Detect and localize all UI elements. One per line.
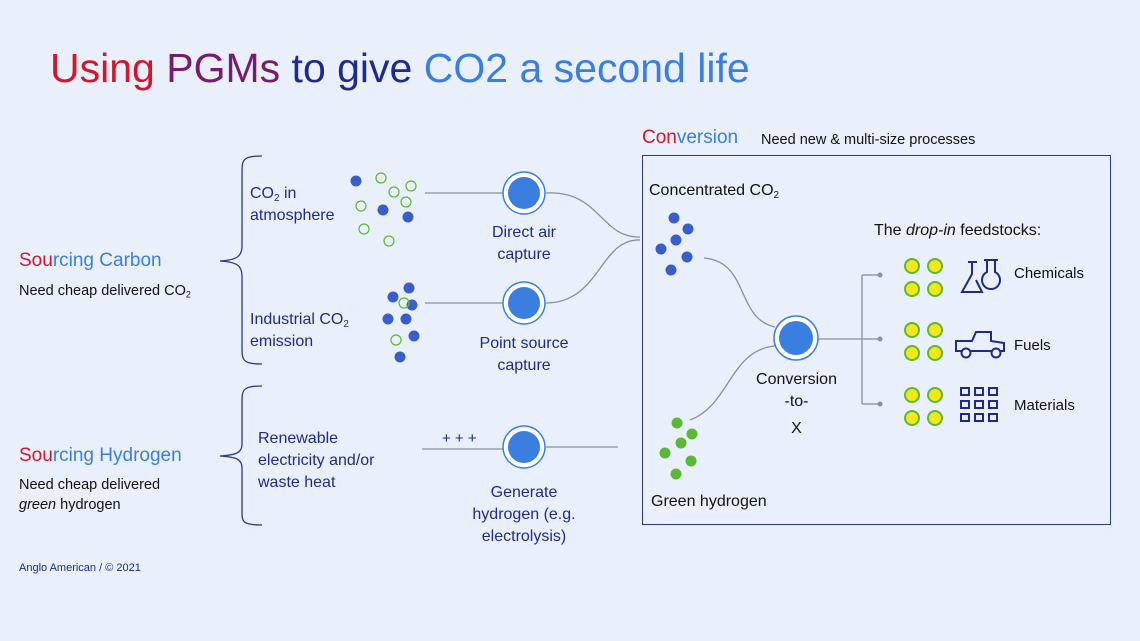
point-source-capture-line2: capture	[497, 357, 551, 374]
connector-lines	[422, 192, 878, 450]
atmosphere-label-pre: CO	[250, 185, 274, 202]
sourcing-carbon-heading-a: Sou	[19, 250, 53, 271]
sourcing-hydrogen-subtitle-rest: hydrogen	[60, 497, 121, 513]
flask-icon	[960, 259, 1001, 293]
title-part-1: Using	[50, 45, 155, 91]
truck-icon	[955, 331, 1005, 359]
concentrated-co2-molecules	[655, 212, 694, 276]
sourcing-hydrogen-heading: Sourcing Hydrogen	[19, 444, 182, 468]
concentrated-co2-label: Concentrated CO2	[649, 180, 779, 202]
carbon-brace	[219, 155, 263, 365]
conversion-to-x-line2: -to-	[784, 393, 809, 410]
generate-hydrogen-line3: electrolysis)	[481, 528, 567, 545]
sourcing-hydrogen-subtitle-line1: Need cheap delivered	[19, 477, 161, 493]
sourcing-carbon-subtitle-text: Need cheap delivered CO	[19, 283, 186, 299]
atmosphere-label-line2: atmosphere	[250, 207, 335, 224]
industrial-label-pre: Industrial CO	[250, 311, 344, 328]
point-source-capture-label: Point source capture	[459, 333, 589, 377]
title-part-3: to give	[291, 45, 413, 91]
sourcing-hydrogen-heading-b: rcing	[52, 445, 94, 466]
industrial-molecules	[382, 282, 420, 363]
sourcing-carbon-heading: Sourcing Carbon	[19, 249, 162, 273]
atmosphere-molecules	[350, 172, 417, 247]
plus-signs: + + +	[442, 430, 477, 447]
conversion-box	[642, 155, 1111, 525]
conversion-heading-a: Con	[642, 127, 677, 148]
grid-icon	[960, 387, 998, 422]
point-source-capture-line1: Point source	[479, 335, 569, 352]
sourcing-carbon-heading-b: rcing	[52, 250, 94, 271]
sourcing-carbon-heading-c: Carbon	[99, 250, 162, 271]
sourcing-hydrogen-subtitle: Need cheap delivered green hydrogen	[19, 475, 160, 515]
green-hydrogen-molecules	[659, 417, 698, 480]
point-source-node-icon	[502, 281, 546, 325]
sourcing-hydrogen-heading-c: Hydrogen	[99, 445, 182, 466]
generate-hydrogen-node-icon	[502, 425, 546, 469]
industrial-label-line2: emission	[250, 333, 314, 350]
title-part-4: CO2 a second life	[423, 45, 750, 91]
generate-hydrogen-line2: hydrogen (e.g.	[472, 506, 576, 523]
renewable-label-line3: waste heat	[258, 474, 336, 491]
conversion-to-x-line3: X	[791, 420, 802, 437]
conversion-subtitle: Need new & multi-size processes	[761, 132, 976, 148]
sourcing-carbon-subtitle: Need cheap delivered CO2	[19, 281, 191, 301]
feedstocks-heading-pre: The	[874, 222, 907, 239]
conversion-to-x-label: Conversion -to- X	[744, 369, 849, 440]
feedstocks-heading: The drop-in feedstocks:	[874, 220, 1041, 242]
output-arrow-dots	[877, 272, 883, 407]
conversion-heading-b: version	[676, 127, 739, 148]
renewable-label-line1: Renewable	[258, 430, 339, 447]
footer: Anglo American / © 2021	[19, 562, 141, 574]
atmosphere-label: CO2 in atmosphere	[250, 183, 335, 227]
generate-hydrogen-line1: Generate	[490, 484, 558, 501]
feedstocks-heading-post: feedstocks:	[955, 222, 1042, 239]
green-hydrogen-label: Green hydrogen	[651, 493, 767, 510]
output-materials: Materials	[1014, 397, 1075, 414]
industrial-label-subscript: 2	[343, 318, 349, 330]
renewable-label-line2: electricity and/or	[258, 452, 375, 469]
sourcing-hydrogen-heading-a: Sou	[19, 445, 53, 466]
sourcing-hydrogen-subtitle-em: green	[19, 497, 57, 513]
direct-air-node-icon	[502, 171, 546, 215]
feedstock-dots	[904, 258, 943, 426]
title-part-2: PGMs	[166, 45, 281, 91]
sourcing-carbon-subtitle-subscript: 2	[185, 289, 191, 300]
output-fuels: Fuels	[1014, 337, 1051, 354]
concentrated-co2-label-subscript: 2	[773, 189, 780, 201]
conversion-to-x-line1: Conversion	[756, 371, 837, 388]
slide-title: Using PGMs to give CO2 a second life	[50, 40, 750, 96]
conversion-node-icon	[773, 315, 819, 361]
feedstocks-heading-em: drop-in	[906, 222, 956, 239]
conversion-heading: Conversion	[642, 126, 738, 150]
concentrated-co2-label-pre: Concentrated CO	[649, 182, 774, 199]
atmosphere-label-subscript: 2	[274, 192, 280, 204]
direct-air-capture-label: Direct air capture	[474, 222, 574, 266]
generate-hydrogen-label: Generate hydrogen (e.g. electrolysis)	[446, 482, 602, 548]
industrial-label: Industrial CO2 emission	[250, 309, 349, 353]
renewable-label: Renewable electricity and/or waste heat	[258, 428, 375, 494]
hydrogen-brace	[219, 385, 263, 526]
atmosphere-label-post: in	[279, 185, 297, 202]
direct-air-capture-line1: Direct air	[491, 224, 556, 241]
direct-air-capture-line2: capture	[497, 246, 551, 263]
output-chemicals: Chemicals	[1014, 265, 1085, 282]
